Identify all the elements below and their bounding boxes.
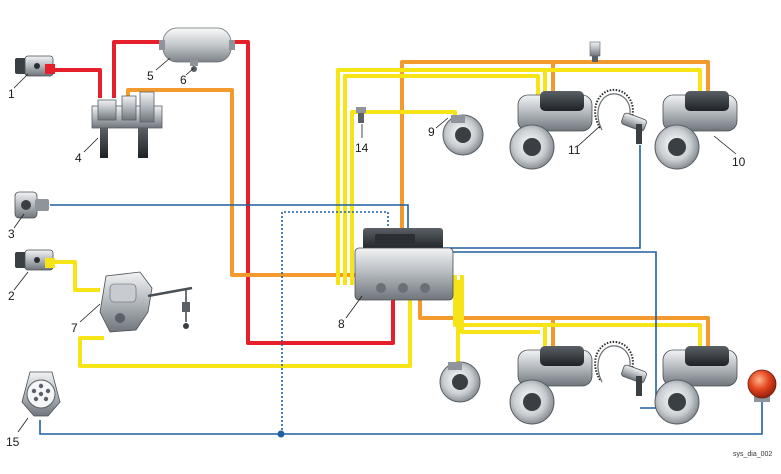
supply-lines	[52, 40, 395, 345]
supply-line-coupling-to-relay	[52, 68, 102, 98]
brake-chamber-top-right	[654, 91, 738, 170]
supply-line-relay-to-tank	[112, 40, 165, 98]
brake-line-ebs-top-parallel	[343, 74, 540, 285]
supply-line-tank-to-ebs	[228, 40, 395, 345]
figure-code: sys_dia_002	[733, 451, 772, 458]
signal-line-ebs-to-bottom-wheel-sensor	[445, 251, 657, 409]
brake-line-bottom-parallel	[460, 275, 540, 334]
callout-2: 2	[8, 289, 15, 303]
coupling-head-supply	[15, 55, 55, 77]
callout-5: 5	[147, 69, 154, 83]
warning-lamp	[747, 369, 777, 402]
wheel-sensor-ring-top	[442, 114, 484, 156]
control-line-relay-to-ebs	[126, 88, 360, 277]
callout-1: 1	[8, 87, 15, 101]
relay-emergency-valve	[91, 91, 163, 158]
control-line-ebs-to-bottom-chambers	[418, 295, 710, 350]
callout-4: 4	[75, 151, 82, 165]
callout-9: 9	[428, 125, 435, 139]
wheel-speed-sensor-top	[594, 88, 647, 144]
wheel-sensor-ring-bottom	[439, 361, 481, 403]
callout-leaders	[13, 57, 737, 433]
test-fitting	[589, 41, 601, 62]
callout-6: 6	[180, 73, 187, 87]
signal-line-socket-to-lamp	[39, 400, 763, 435]
brake-line-ebs-to-top-chambers	[336, 68, 702, 285]
callout-7: 7	[71, 321, 78, 335]
electrical-plug-abs	[14, 191, 49, 219]
brake-line-coupling-to-lsv	[52, 260, 100, 292]
pressure-sensor	[356, 107, 366, 123]
signal-line-ebs-dotted	[281, 211, 389, 434]
air-reservoir	[159, 27, 235, 63]
signal-line-ebs-to-wheel-sensor	[440, 145, 641, 249]
callout-11: 11	[568, 143, 581, 157]
brake-chamber-bottom-left	[509, 346, 593, 425]
signal-line-coupling-to-ebs	[50, 204, 409, 240]
brake-chamber-top-left	[509, 91, 593, 170]
callout-10: 10	[732, 155, 746, 169]
control-lines	[126, 60, 710, 350]
callout-3: 3	[8, 227, 15, 241]
callout-8: 8	[338, 317, 345, 331]
load-sensing-valve	[99, 271, 193, 333]
wheel-speed-sensor-bottom	[594, 340, 647, 396]
callout-15: 15	[6, 435, 20, 449]
coupling-head-control	[15, 249, 55, 271]
electrical-socket-15	[21, 371, 61, 417]
callout-14: 14	[355, 141, 369, 155]
signal-junction	[277, 430, 285, 438]
ebs-modulator	[354, 228, 454, 301]
brake-chamber-bottom-right	[654, 346, 738, 425]
brake-line-lsv-to-ebs	[78, 295, 412, 368]
signal-lines	[39, 145, 763, 438]
brake-line-ebs-to-bottom-chambers	[453, 275, 702, 352]
drain-valve	[190, 60, 198, 72]
